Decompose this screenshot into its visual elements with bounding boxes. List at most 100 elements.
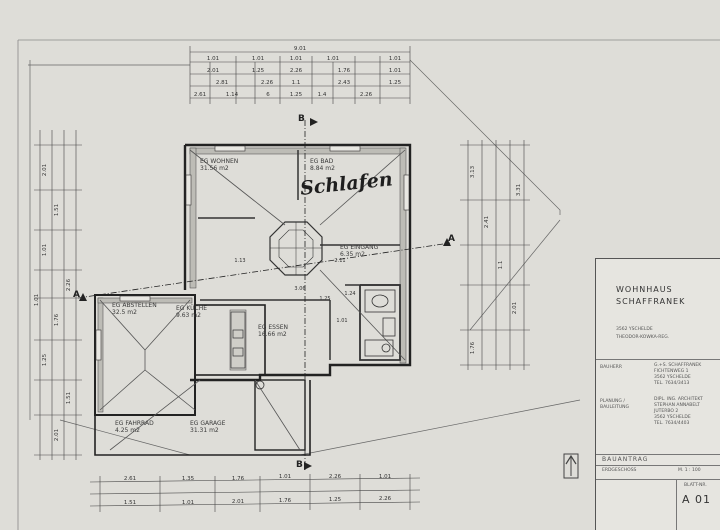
bauantrag-label: BAUANTRAG: [602, 456, 649, 463]
stair-octagon: [269, 221, 323, 276]
dim-left-8: 1.01: [34, 294, 40, 306]
room-fahrrad-area: 4.25 m2: [115, 427, 140, 434]
divider-5: [676, 479, 677, 530]
divider-3: [596, 465, 720, 466]
garage-walls: [254, 379, 306, 451]
bauherr-label: BAUHERR: [600, 365, 622, 370]
divider-4: [596, 479, 720, 480]
roof-ridges: [99, 149, 406, 451]
dim-bottom-r2-2: 2.01: [232, 499, 244, 505]
room-wohnen-area: 31.56 m2: [200, 165, 229, 172]
dim-top-r4-4: 1.4: [318, 92, 327, 98]
room-essen-area: 16.66 m2: [258, 331, 287, 338]
dim-bottom-text: 2.61 1.35 1.76 1.01 2.26 1.01 1.51 1.01 …: [124, 474, 392, 506]
dim-top-r2-2: 2.26: [290, 68, 303, 74]
planung-street: JUTERBO 2: [654, 409, 679, 414]
title-line1: WOHNHAUS: [616, 285, 673, 294]
dim-right-3: 2.01: [512, 302, 518, 314]
dim-bottom-r2-5: 2.26: [379, 496, 392, 502]
project-address1: 3562 YSCHELDE: [616, 327, 653, 332]
planung-city: 3562 YSCHELDE: [654, 415, 691, 420]
dim-int-0: 1.13: [234, 258, 245, 264]
project-address2: THEODOR-KOWKA-REG.: [616, 335, 670, 340]
dim-top-r3-1: 2.26: [261, 80, 274, 86]
north-arrow-icon: [563, 453, 579, 479]
room-garage: EG GARAGE 31.31 m2: [190, 420, 225, 434]
dim-left-6: 1.51: [66, 392, 72, 404]
bauherr-tel: TEL. 7634/3413: [654, 381, 690, 386]
room-wohnen-name: EG WOHNEN: [200, 158, 239, 165]
dim-left-4: 1.76: [54, 313, 60, 326]
dim-right-0: 3.13: [470, 165, 476, 178]
dim-bottom-r1-2: 1.76: [232, 476, 245, 482]
dim-right-text: 3.13 2.41 1.1 2.01 1.76 3.31: [470, 165, 522, 354]
room-bad-area: 8.84 m2: [310, 165, 335, 172]
room-eingang-area: 6.35 m2: [340, 251, 365, 258]
dim-bottom-r2-4: 1.25: [329, 497, 342, 503]
bauherr-name: G.+S. SCHAFFRANEK: [654, 363, 702, 368]
room-kueche-area: 9.63 m2: [176, 312, 201, 319]
room-kueche-name: EG KÜCHE: [176, 305, 208, 312]
scale-label: M. 1 : 100: [678, 468, 701, 473]
dim-right-2: 1.1: [498, 261, 504, 270]
dim-bottom-r2-3: 1.76: [279, 498, 292, 504]
planung-person: STEPHAN ANNABELT: [654, 403, 700, 408]
room-eingang: EG EINGANG 6.35 m2: [340, 244, 378, 258]
section-label-a-left: A: [73, 290, 80, 300]
bauherr-city: 3562 YSCHELDE: [654, 375, 691, 380]
section-label-a-right: A: [448, 234, 455, 244]
dim-top-r1-4: 1.01: [389, 56, 401, 62]
dim-top-r2-4: 1.01: [389, 68, 401, 74]
dim-bottom-r1-5: 1.01: [379, 474, 391, 480]
kueche-walls: [194, 304, 266, 376]
dim-top-r4-3: 1.25: [290, 92, 303, 98]
dim-top-r3-2: 1.1: [292, 80, 301, 86]
dim-bottom-r1-1: 1.35: [182, 476, 195, 482]
dim-top-r3-4: 1.25: [389, 80, 402, 86]
title-line2: SCHAFFRANEK: [616, 297, 686, 306]
room-abstellen: EG ABSTELLEN 32.5 m2: [112, 302, 157, 316]
dim-bottom-lines: [89, 474, 421, 512]
bauherr-street: FICHTENWEG 1: [654, 369, 689, 374]
dim-right-1: 2.41: [484, 216, 490, 228]
section-markers: [79, 118, 451, 470]
dim-bottom-r1-3: 1.01: [279, 474, 291, 480]
section-lines: [77, 120, 451, 470]
divider-2: [596, 454, 720, 455]
dim-left-3: 2.26: [66, 278, 72, 291]
room-fahrrad-name: EG FAHRRAD: [115, 420, 154, 427]
dim-int-5: 1.01: [336, 318, 347, 324]
dim-top-r4-5: 2.26: [360, 92, 373, 98]
dim-top-text: 9.01 1.01 1.01 1.01 1.01 1.01 2.01 1.25 …: [194, 46, 402, 98]
dim-left-5: 1.25: [42, 353, 48, 366]
dim-top-r2-0: 2.01: [207, 68, 219, 74]
dim-bottom-r1-0: 2.61: [124, 476, 136, 482]
room-garage-area: 31.31 m2: [190, 427, 219, 434]
room-bad-name: EG BAD: [310, 158, 334, 165]
dim-top-r4-1: 1.14: [226, 92, 239, 98]
section-label-b-top: B: [298, 114, 305, 124]
column-mark: [255, 380, 265, 390]
dim-left-2: 1.01: [42, 244, 48, 256]
dim-int-4: 1.24: [344, 291, 355, 297]
title-block: WOHNHAUS SCHAFFRANEK 3562 YSCHELDE THEOD…: [595, 258, 720, 530]
dim-bottom-r2-0: 1.51: [124, 500, 136, 506]
dim-int-2: 2.11: [334, 258, 345, 264]
kitchen-counter: [230, 311, 246, 369]
dim-left-1: 1.51: [54, 204, 60, 216]
dim-right-4: 1.76: [470, 341, 476, 354]
dim-bottom-r2-1: 1.01: [182, 500, 194, 506]
dim-top-r3-0: 2.81: [216, 80, 228, 86]
blatt-number: A 01: [682, 493, 712, 506]
blatt-label: BLATT-NR.: [684, 483, 707, 488]
dim-bottom-r1-4: 2.26: [329, 474, 342, 480]
bathroom-fixtures: [364, 289, 396, 357]
room-bad: EG BAD 8.84 m2: [310, 158, 335, 172]
section-label-b-bottom: B: [296, 460, 303, 470]
dim-top-r4-0: 2.61: [194, 92, 206, 98]
dim-left-text: 2.01 1.51 1.01 2.26 1.76 1.25 1.51 2.01 …: [34, 164, 72, 441]
house-walls: [94, 143, 412, 456]
dim-int-3: 1.25: [319, 296, 330, 302]
